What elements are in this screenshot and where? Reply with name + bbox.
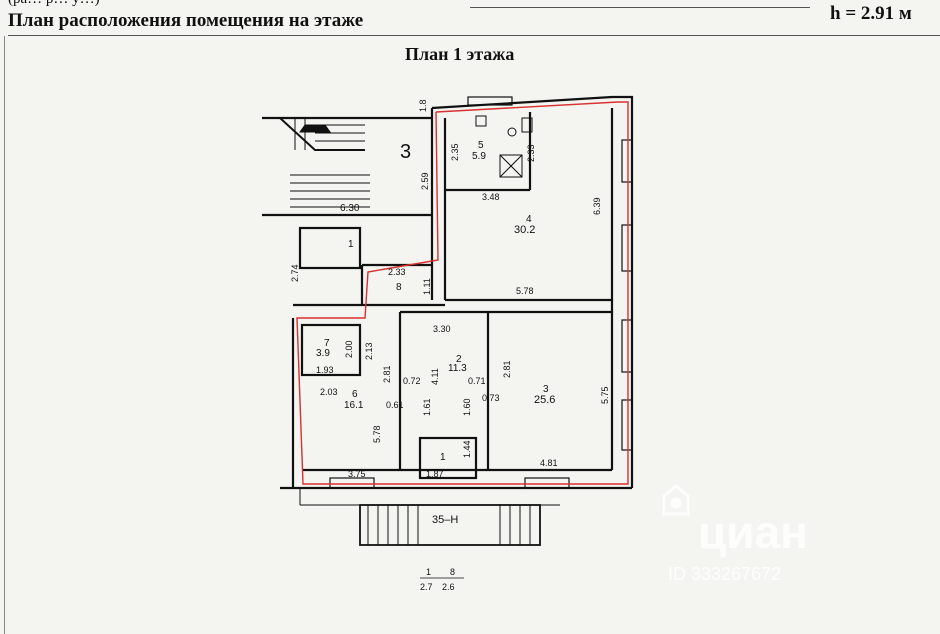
walls [262, 95, 634, 490]
windows-part [621, 319, 633, 373]
room-3-area: 25.6 [534, 394, 555, 406]
staircase-part [299, 124, 331, 133]
dim-1-61: 1.61 [422, 398, 432, 416]
page-title: План расположения помещения на этаже [8, 10, 364, 31]
stair-label: 3 [400, 141, 411, 163]
scale-n2: 8 [450, 567, 455, 577]
dim-1-8: 1.8 [418, 99, 428, 112]
porch-label: 35–Н [432, 514, 458, 526]
windows-part [467, 96, 513, 106]
dim-5-78b: 5.78 [372, 425, 382, 443]
windows-part [329, 477, 375, 489]
dim-1-93: 1.93 [316, 365, 334, 375]
bathroom-fixtures-part [499, 154, 523, 178]
room-5-area: 5.9 [472, 151, 486, 162]
dim-3-30: 3.30 [433, 324, 451, 334]
dim-2-59: 2.59 [420, 172, 430, 190]
windows [329, 96, 633, 489]
room-7-area: 3.9 [316, 348, 330, 359]
porch-steps [299, 488, 560, 546]
dim-4-81: 4.81 [540, 458, 558, 468]
dim-2-13: 2.13 [364, 342, 374, 360]
bathroom-fixtures-part [507, 127, 517, 137]
room-1-label: 1 [348, 239, 354, 250]
cian-logo-icon-part [662, 484, 690, 516]
dim-2-81b: 2.81 [502, 360, 512, 378]
windows-part [621, 139, 633, 183]
scale-d2: 2.6 [442, 582, 455, 592]
room1b-box [418, 436, 478, 480]
bathroom-fixtures-part [521, 117, 533, 133]
outer-wall-top-right [431, 95, 634, 488]
room-8-number: 8 [396, 282, 402, 293]
watermark-brand: циан [698, 506, 808, 558]
dim-6-39: 6.39 [592, 197, 602, 215]
dim-2-33b: 2.33 [388, 267, 406, 277]
staircase-part [279, 117, 365, 151]
dim-2-81a: 2.81 [382, 365, 392, 383]
room1-box [298, 226, 362, 270]
dim-5-75: 5.75 [600, 386, 610, 404]
dim-4-11: 4.11 [430, 368, 440, 385]
room-4-area: 30.2 [514, 224, 535, 236]
room-7-number: 7 [324, 338, 330, 349]
dim-0-61: 0.61 [386, 400, 404, 410]
header-rule [8, 35, 940, 36]
dim-1-11: 1.11 [422, 278, 432, 295]
bathroom-fixtures [475, 115, 533, 178]
windows-part [621, 224, 633, 272]
dim-3-75: 3.75 [348, 469, 366, 479]
cian-logo-icon-part [670, 497, 682, 509]
dim-0-71: 0.71 [468, 376, 486, 386]
header-cut-text: (ра… р… у…) [8, 0, 100, 8]
dim-1-60: 1.60 [462, 398, 472, 416]
dim-2-00: 2.00 [344, 340, 354, 358]
dim-2-03: 2.03 [320, 387, 338, 397]
plan-sheet [4, 36, 940, 634]
room-6-area: 16.1 [344, 400, 364, 411]
dim-2-33: 2.33 [526, 144, 536, 162]
dim-0-73: 0.73 [482, 393, 500, 403]
dim-2-74: 2.74 [290, 264, 300, 282]
room-6-number: 6 [352, 389, 358, 400]
scale-n1: 1 [426, 567, 431, 577]
windows-part [621, 399, 633, 451]
dim-1-44: 1.44 [462, 440, 472, 458]
dim-0-72: 0.72 [403, 376, 421, 386]
header-rule-top [470, 7, 810, 8]
windows-part [524, 477, 570, 489]
staircase [279, 117, 370, 208]
unit-boundary [296, 101, 629, 485]
labels: 3 6.30 1 1 2 11.3 3 25.6 4 30.2 5 5.9 6 … [290, 99, 610, 592]
watermark-id: ID 333267672 [668, 564, 781, 584]
room-2-area: 11.3 [448, 363, 467, 374]
cian-logo-icon [662, 484, 690, 516]
dim-1-87: 1.87 [426, 469, 444, 479]
room-1b-label: 1 [440, 452, 446, 463]
room-2-number: 2 [456, 354, 462, 365]
dim-5-78a: 5.78 [516, 286, 534, 296]
room-5-number: 5 [478, 140, 484, 151]
scale-d1: 2.7 [420, 582, 433, 592]
floor-title: План 1 этажа [405, 44, 515, 64]
ceiling-height: h = 2.91 м [830, 3, 912, 24]
room-3-number: 3 [543, 384, 549, 395]
bathroom-fixtures-part [499, 154, 523, 178]
watermark: циан ID 333267672 [662, 484, 808, 584]
dim-3-48: 3.48 [482, 192, 500, 202]
room7-box [300, 323, 362, 377]
stair-dim: 6.30 [340, 203, 360, 214]
dim-2-35: 2.35 [450, 143, 460, 161]
bathroom-fixtures-part [475, 115, 487, 127]
room-4-number: 4 [526, 214, 532, 225]
